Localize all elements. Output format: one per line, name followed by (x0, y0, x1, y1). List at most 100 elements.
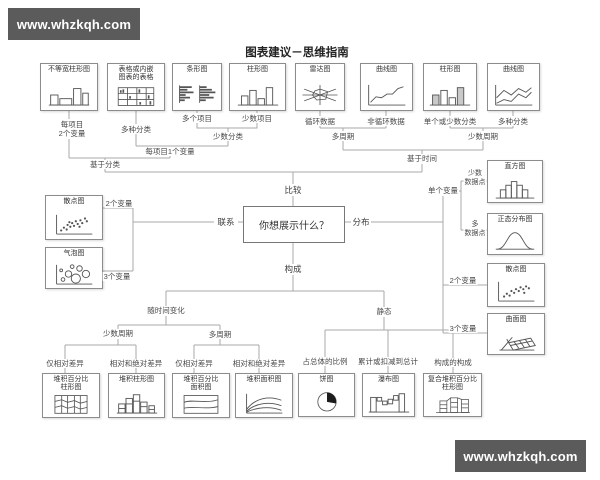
stacked-column-icon (116, 394, 157, 414)
chart-title: 正态分布图 (497, 216, 533, 223)
table-with-charts-icon (117, 87, 155, 106)
page-title: 图表建议－思维指南 (245, 47, 349, 59)
label-single-variable: 单个变量 (427, 186, 459, 196)
chart-title: 瀑布图 (378, 376, 399, 383)
chart-title: 气泡图 (63, 250, 85, 257)
label-per-item-two-vars: 每项目 2个变量 (57, 120, 87, 139)
variable-width-column-icon (48, 88, 90, 106)
label-few-periods-bottom: 少数周期 (102, 329, 134, 339)
chart-title: 散点图 (505, 266, 527, 273)
chart-title: 表格或内嵌 图表的表格 (118, 66, 154, 82)
label-cyclical-data: 循环数据 (304, 117, 336, 127)
label-many-categories-right: 多种分类 (497, 117, 529, 127)
chart-box-waterfall: 瀑布图 (362, 373, 415, 417)
composite-stacked-column-icon (435, 397, 470, 413)
watermark-banner-top: www.whzkqh.com (8, 8, 140, 40)
stacked-100-column-icon (54, 395, 88, 414)
pie-chart-icon (316, 392, 337, 412)
label-share-of-total: 占总体的比例 (301, 357, 349, 367)
chart-title: 堆积百分比 面积图 (183, 376, 219, 392)
center-question-box: 你想展示什么？ (243, 206, 345, 243)
label-among-categories: 基于分类 (89, 160, 121, 170)
line-chart-icon (367, 84, 405, 106)
histogram-icon (495, 181, 535, 199)
label-non-cyclical-data: 非循环数据 (366, 117, 406, 127)
chart-box-stacked-100-column: 堆积百分比 柱形图 (42, 373, 100, 418)
label-accumulation-or-subtraction: 累计或扣减到总计 (357, 357, 419, 367)
chart-box-surface: 曲面图 (487, 313, 545, 355)
column-chart-icon (429, 87, 471, 106)
branch-composition: 构成 (283, 264, 303, 275)
label-many-periods-top: 多周期 (330, 132, 356, 142)
label-only-relative-diff-1: 仅相对差异 (45, 359, 85, 369)
normal-distribution-icon (495, 232, 535, 250)
stacked-100-area-icon (183, 395, 219, 414)
center-question-text: 你想展示什么？ (259, 221, 329, 232)
label-few-items: 少数项目 (241, 114, 273, 124)
waterfall-chart-icon (368, 393, 409, 413)
label-static: 静态 (375, 307, 393, 317)
chart-box-stacked-column: 堆积柱形图 (108, 373, 165, 418)
chart-box-stacked-area: 堆积面积图 (235, 373, 293, 418)
scatter-chart-icon (498, 281, 535, 302)
label-over-time: 基于时间 (406, 154, 438, 164)
chart-box-bubble: 气泡图 (45, 247, 103, 289)
branch-distribution: 分布 (351, 217, 371, 228)
chart-box-bar: 条形图 (172, 63, 222, 111)
label-components-of-components: 构成的构成 (433, 358, 473, 368)
chart-box-multi-line: 曲线图 (487, 63, 540, 111)
surface-chart-icon (499, 336, 536, 351)
label-changing-over-time: 随时间变化 (146, 306, 186, 316)
scatter-chart-icon (56, 214, 93, 235)
chart-title: 散点图 (63, 198, 85, 205)
bar-chart-icon (179, 85, 216, 103)
label-many-items: 多个项目 (181, 114, 213, 124)
label-one-var-per-item: 每项目1个变量 (144, 147, 196, 157)
chart-title: 柱形图 (247, 66, 268, 73)
chart-title: 雷达图 (309, 66, 331, 73)
chart-title: 曲线图 (376, 66, 397, 73)
bubble-chart-icon (56, 264, 93, 285)
label-two-vars-left: 2个变量 (104, 199, 134, 209)
label-many-data-points: 多 数据点 (463, 221, 487, 239)
multi-line-chart-icon (494, 84, 532, 106)
chart-title: 堆积柱形图 (119, 376, 154, 383)
chart-box-line: 曲线图 (360, 63, 413, 111)
radar-chart-icon (302, 85, 338, 105)
chart-title: 直方图 (504, 163, 526, 170)
label-many-categories-left: 多种分类 (120, 125, 152, 135)
branch-comparison: 比较 (283, 185, 303, 196)
chart-box-column: 柱形图 (229, 63, 286, 111)
chart-title: 饼图 (319, 376, 334, 383)
chart-title: 曲面图 (505, 316, 527, 323)
label-few-periods-top: 少数周期 (467, 132, 499, 142)
chart-box-composite-stacked-column: 复合堆积百分比 柱形图 (423, 373, 482, 417)
chart-box-pie: 饼图 (298, 373, 355, 417)
chart-box-histogram: 直方图 (487, 160, 543, 203)
chart-box-scatter-left: 散点图 (45, 195, 103, 240)
watermark-banner-bottom: www.whzkqh.com (455, 440, 586, 472)
chart-title: 曲线图 (503, 66, 524, 73)
label-rel-and-abs-diff-1: 相对和绝对差异 (108, 359, 164, 369)
label-few-categories: 少数分类 (212, 132, 244, 142)
chart-title: 不等宽柱形图 (48, 66, 90, 73)
label-only-relative-diff-2: 仅相对差异 (174, 359, 214, 369)
chart-box-column-2: 柱形图 (423, 63, 477, 111)
chart-box-stacked-100-area: 堆积百分比 面积图 (172, 373, 230, 418)
label-three-vars-right: 3个变量 (448, 324, 478, 334)
label-three-vars-left: 3个变量 (102, 272, 132, 282)
label-few-data-points: 少数 数据点 (463, 170, 487, 188)
column-chart-icon (237, 87, 278, 106)
chart-box-radar: 雷达图 (295, 63, 345, 111)
label-two-vars-right: 2个变量 (448, 276, 478, 286)
watermark-text-bottom: www.whzkqh.com (463, 448, 578, 464)
chart-title: 复合堆积百分比 柱形图 (428, 376, 477, 392)
chart-box-scatter-right: 散点图 (487, 263, 545, 307)
watermark-text-top: www.whzkqh.com (16, 16, 132, 32)
label-many-periods-bottom: 多周期 (207, 330, 233, 340)
chart-title: 条形图 (186, 66, 208, 73)
chart-title: 堆积面积图 (246, 376, 282, 383)
chart-box-table-with-charts: 表格或内嵌 图表的表格 (107, 63, 165, 111)
chart-box-variable-width-column: 不等宽柱形图 (40, 63, 98, 111)
